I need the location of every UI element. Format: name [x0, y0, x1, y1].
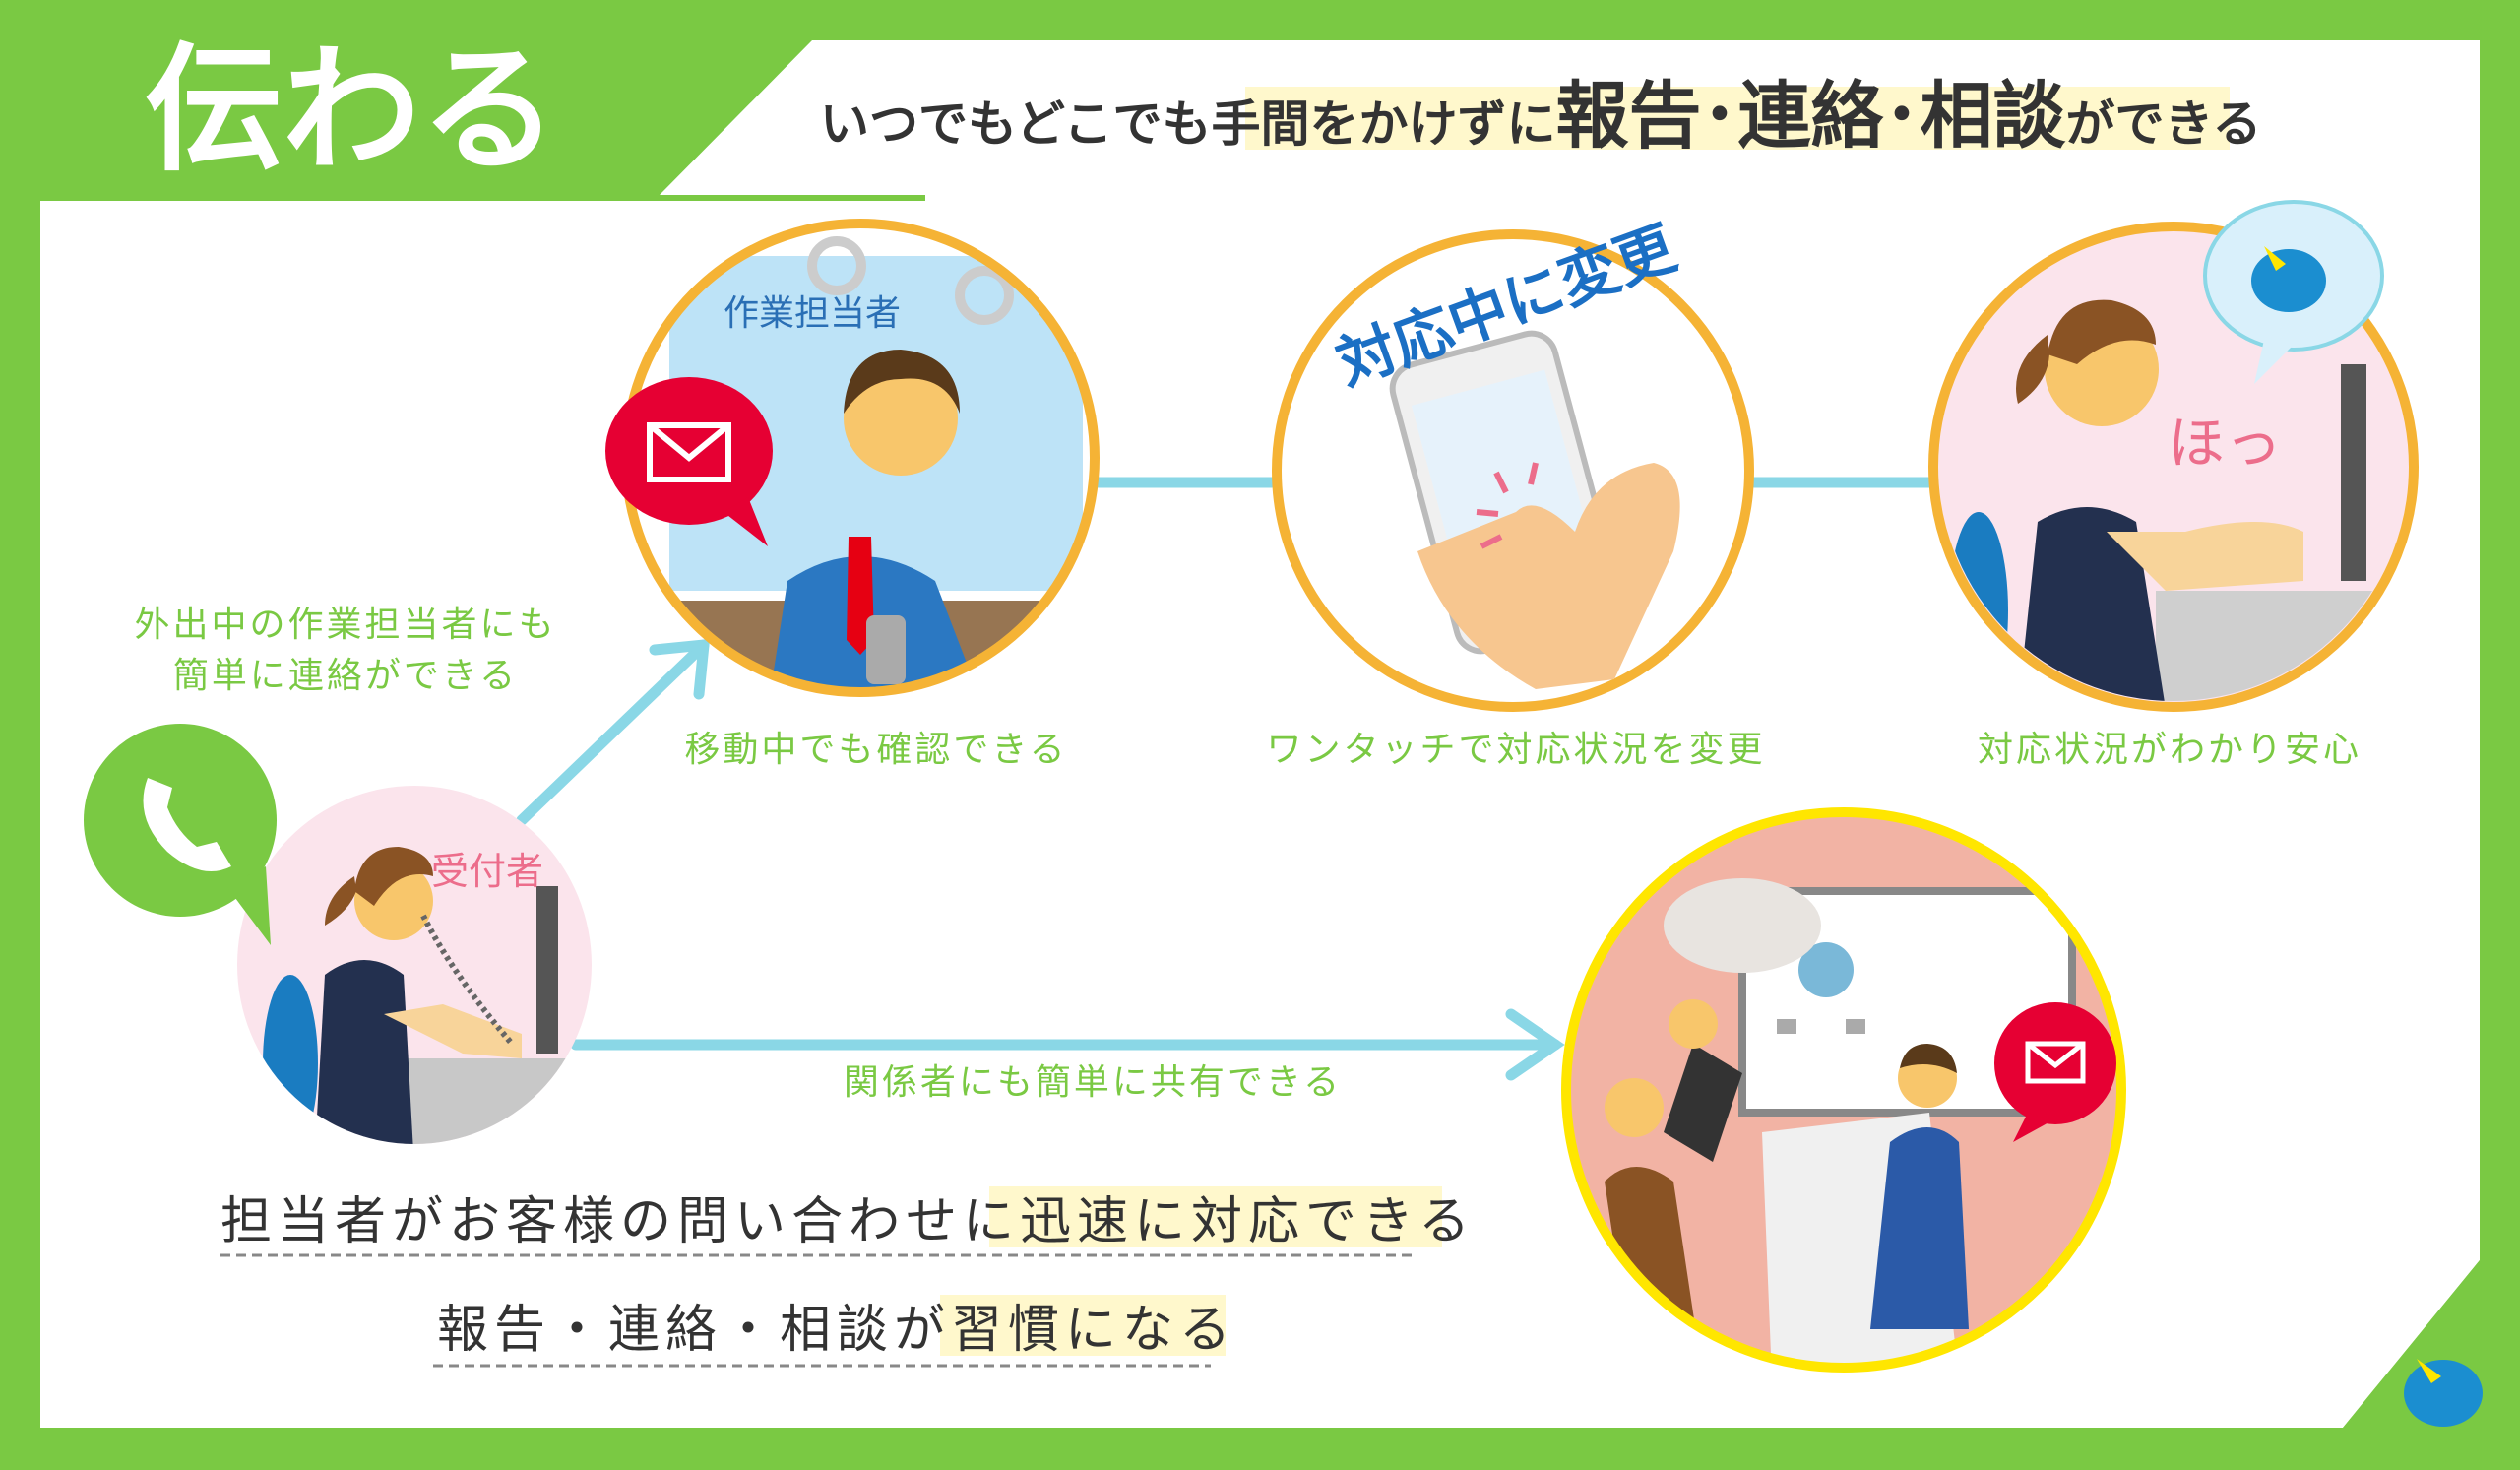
benefit-1-text: 担当者がお客様の問い合わせに迅速に対応できる — [220, 1192, 1476, 1251]
flow-connectors — [516, 477, 1935, 1081]
receptionist-note-line2: 簡単に連絡ができる — [173, 656, 518, 696]
speech-bubble-icon — [1664, 878, 1821, 973]
step1-caption: 移動中でも確認できる — [684, 730, 1067, 770]
step3-caption: 対応状況がわかり安心 — [1978, 730, 2362, 770]
relief-exclamation: ほっ — [2168, 410, 2282, 477]
meeting-circle — [1561, 807, 2126, 1373]
receptionist-label: 受付者 — [431, 850, 543, 893]
receptionist-note-line1: 外出中の作業担当者にも — [134, 605, 556, 645]
benefit-2: 報告・連絡・相談が習慣になる — [433, 1295, 1236, 1368]
meeting-illustration — [1561, 807, 2126, 1373]
tap-burst-icon — [1476, 462, 1539, 549]
share-caption: 関係者にも簡単に共有できる — [844, 1062, 1342, 1103]
worker-label: 作業担当者 — [724, 293, 901, 334]
relieved-staff-illustration: ほっ — [1928, 200, 2419, 712]
worker-illustration: 作業担当者 — [605, 219, 1100, 697]
mail-bubble-icon — [1994, 1002, 2116, 1142]
phone-bubble-icon — [84, 724, 277, 945]
diagonal-arrow — [516, 639, 710, 826]
section-title: 伝わる — [145, 31, 558, 191]
diagonal-arrowhead — [649, 638, 711, 700]
mail-bubble-icon — [605, 377, 773, 546]
mascot-logo-icon — [2404, 1359, 2483, 1427]
share-arrowhead — [1505, 1008, 1565, 1081]
headline: いつでもどこでも手間をかけずに報告･連絡･相談ができる — [820, 74, 2262, 159]
benefit-1: 担当者がお客様の問い合わせに迅速に対応できる — [220, 1186, 1476, 1257]
benefit-2-text: 報告・連絡・相談が習慣になる — [437, 1301, 1236, 1360]
receptionist-illustration: 受付者 — [84, 724, 592, 1144]
speech-bubble-mascot-icon — [2203, 200, 2384, 384]
step2-caption: ワンタッチで対応状況を変更 — [1266, 730, 1765, 770]
headline-highlight-bg — [1245, 87, 2230, 150]
